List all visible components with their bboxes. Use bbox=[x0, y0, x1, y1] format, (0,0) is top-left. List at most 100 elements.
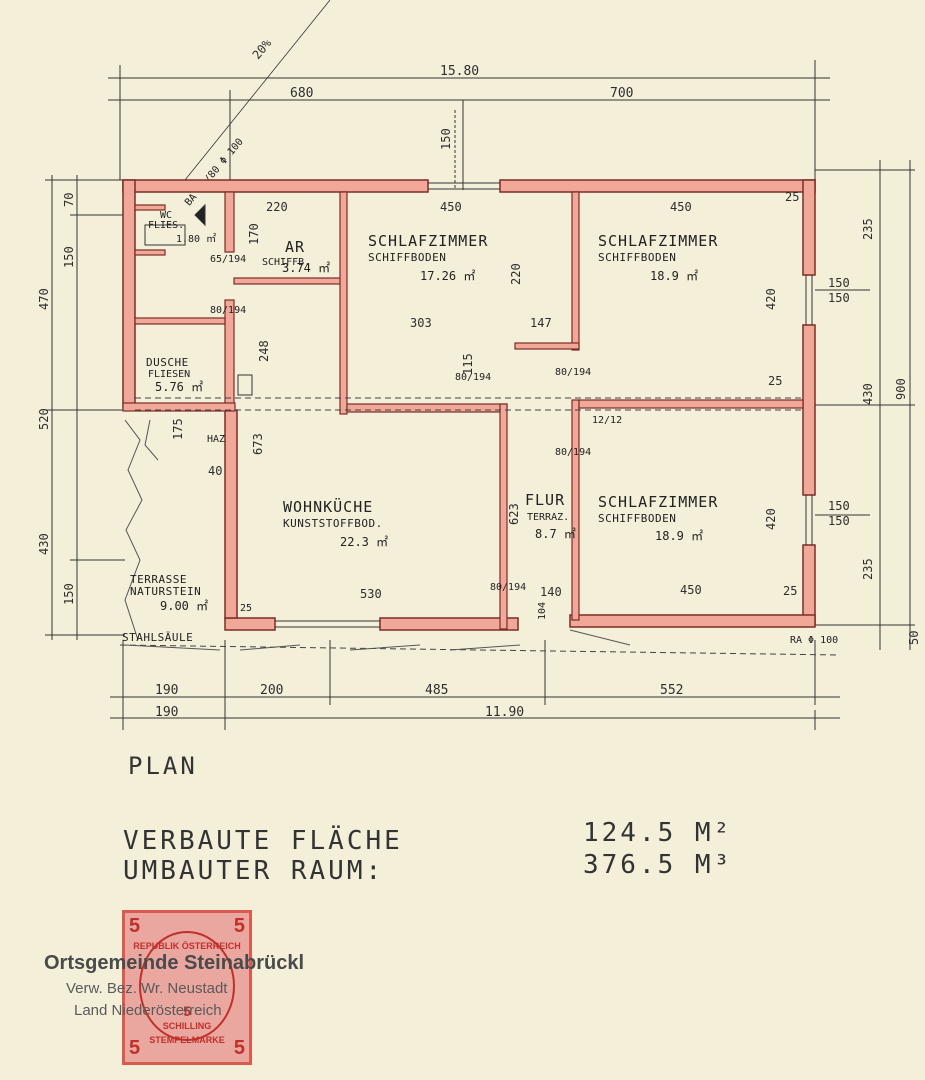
stamp-line-2: Verw. Bez. Wr. Neustadt bbox=[66, 980, 228, 997]
dim-right-5: 150 bbox=[828, 499, 850, 513]
raf-label: RA Φ 100 bbox=[790, 635, 838, 646]
stahlsaeule-label: STAHLSÄULE bbox=[122, 631, 193, 644]
exterior-walls bbox=[122, 179, 816, 631]
sticker-seal-ring bbox=[139, 931, 235, 1041]
dim-right-8: 50 bbox=[907, 631, 921, 645]
dim-ba: BA 40/80 Φ 100 bbox=[183, 137, 246, 209]
door-80-194-e: 80/194 bbox=[490, 582, 526, 593]
sticker-value: 5 bbox=[183, 1003, 191, 1019]
dim-top-right: 700 bbox=[610, 86, 633, 101]
room-ar-floor: SCHIFFB. bbox=[262, 257, 310, 268]
sticker-corner-tr: 5 bbox=[233, 915, 245, 937]
room-schlaf3-area: 18.9 ㎡ bbox=[655, 529, 703, 543]
dim-right-0: 235 bbox=[861, 218, 875, 240]
dim-450a: 450 bbox=[440, 200, 462, 214]
room-wohn-name: WOHNKÜCHE bbox=[283, 497, 373, 516]
dim-bottom-r1-1: 200 bbox=[260, 683, 283, 698]
room-schlaf2-name: SCHLAFZIMMER bbox=[598, 232, 718, 250]
dim-140: 140 bbox=[540, 585, 562, 599]
top-dimension-lines bbox=[108, 0, 830, 190]
room-ar-name: AR bbox=[285, 238, 305, 256]
room-dusche-area: 5.76 ㎡ bbox=[155, 380, 203, 394]
interior-walls bbox=[122, 191, 804, 630]
dim-left-6: 150 bbox=[62, 583, 76, 605]
door-80-194-d: 80/194 bbox=[210, 305, 246, 316]
dim-left-4: 520 bbox=[37, 408, 51, 430]
dim-bottom-r2-0: 190 bbox=[155, 705, 178, 720]
dim-450c: 450 bbox=[680, 583, 702, 597]
stamp-sticker: 5 5 5 5 REPUBLIK ÖSTERREICH 5 SCHILLING … bbox=[122, 910, 252, 1065]
beam-lines bbox=[119, 397, 841, 656]
room-schlaf3-name: SCHLAFZIMMER bbox=[598, 493, 718, 511]
dim-total-top: 15.80 bbox=[440, 64, 479, 79]
stamp-line-1: Ortsgemeinde Steinabrückl bbox=[44, 952, 305, 974]
dim-220: 220 bbox=[266, 200, 288, 214]
room-schlaf2-floor: SCHIFFBODEN bbox=[598, 251, 676, 264]
dim-623: 623 bbox=[507, 503, 521, 525]
room-wc-area: 1.80 ㎡ bbox=[176, 233, 216, 245]
dim-slope: 20% bbox=[250, 36, 275, 62]
door-80-194-b: 80/194 bbox=[555, 367, 591, 378]
dim-12: 12/12 bbox=[592, 415, 622, 426]
dim-25a: 25 bbox=[785, 190, 799, 204]
sticker-corner-bl: 5 bbox=[129, 1037, 141, 1059]
dim-104: 104 bbox=[537, 602, 548, 620]
sticker-corner-tl: 5 bbox=[129, 915, 141, 937]
room-schlaf3-floor: SCHIFFBODEN bbox=[598, 512, 676, 525]
dim-40: 40 bbox=[208, 464, 222, 478]
sticker-unit: SCHILLING bbox=[162, 1021, 212, 1031]
room-schlaf2-area: 18.9 ㎡ bbox=[650, 269, 698, 283]
dim-530: 530 bbox=[360, 587, 382, 601]
dim-left-2: 470 bbox=[37, 288, 51, 310]
dim-220v: 220 bbox=[509, 263, 523, 285]
summary-label-0: VERBAUTE FLÄCHE bbox=[123, 826, 403, 856]
dim-left-5: 430 bbox=[37, 533, 51, 555]
room-dusche-name: DUSCHE bbox=[146, 356, 189, 369]
dim-right-7: 235 bbox=[861, 558, 875, 580]
room-flur-area: 8.7 ㎡ bbox=[535, 527, 576, 541]
dim-170: 170 bbox=[247, 223, 261, 245]
dim-top-left: 680 bbox=[290, 86, 313, 101]
left-dimension-lines bbox=[45, 175, 125, 640]
summary-label-1: UMBAUTER RAUM: bbox=[123, 856, 385, 886]
room-ar-area: 3.74 ㎡ bbox=[282, 261, 330, 275]
sticker-top-text: REPUBLIK ÖSTERREICH bbox=[133, 941, 241, 951]
dim-25c: 25 bbox=[783, 584, 797, 598]
heiz-label: HAZ bbox=[207, 434, 225, 445]
dim-right-2: 150 bbox=[828, 291, 850, 305]
bottom-dimension-lines bbox=[110, 640, 840, 730]
room-terrasse-name: TERRASSE bbox=[130, 573, 187, 586]
dim-bottom-r1-3: 552 bbox=[660, 683, 683, 698]
right-dimension-lines bbox=[815, 160, 915, 650]
dim-25b: 25 bbox=[768, 374, 782, 388]
dim-450b: 450 bbox=[670, 200, 692, 214]
room-terrasse-floor: NATURSTEIN bbox=[130, 585, 201, 598]
dim-right-3: 430 bbox=[861, 383, 875, 405]
room-wohn-floor: KUNSTSTOFFBOD. bbox=[283, 517, 383, 530]
room-schlaf1-area: 17.26 ㎡ bbox=[420, 269, 475, 283]
room-flur-name: FLUR bbox=[525, 491, 565, 509]
dim-147: 147 bbox=[530, 316, 552, 330]
room-wc-floor: FLIES. bbox=[148, 220, 184, 231]
dim-right-1: 150 bbox=[828, 276, 850, 290]
dim-bottom-r2-1: 11.90 bbox=[485, 705, 524, 720]
door-80-194-a: 80/194 bbox=[455, 372, 491, 383]
dim-115: 115 bbox=[461, 353, 475, 375]
dim-175: 175 bbox=[171, 418, 185, 440]
dim-bottom-r1-0: 190 bbox=[155, 683, 178, 698]
dim-673: 673 bbox=[251, 433, 265, 455]
stamp-line-3: Land Niederösterreich bbox=[74, 1002, 222, 1019]
door-65-194: 65/194 bbox=[210, 254, 246, 265]
fixture-symbols bbox=[144, 203, 253, 396]
dim-25side: 25 bbox=[240, 603, 252, 614]
sticker-corner-br: 5 bbox=[233, 1037, 245, 1059]
dim-bottom-r1-2: 485 bbox=[425, 683, 448, 698]
dim-420b: 420 bbox=[764, 508, 778, 530]
dim-right-4: 900 bbox=[894, 378, 908, 400]
room-dusche-floor: FLIESEN bbox=[148, 369, 190, 380]
windows bbox=[275, 182, 813, 628]
room-wc-name: WC bbox=[160, 210, 172, 221]
door-80-194-c: 80/194 bbox=[555, 447, 591, 458]
dim-left-1: 150 bbox=[62, 246, 76, 268]
dim-top-mid: 150 bbox=[439, 128, 453, 150]
